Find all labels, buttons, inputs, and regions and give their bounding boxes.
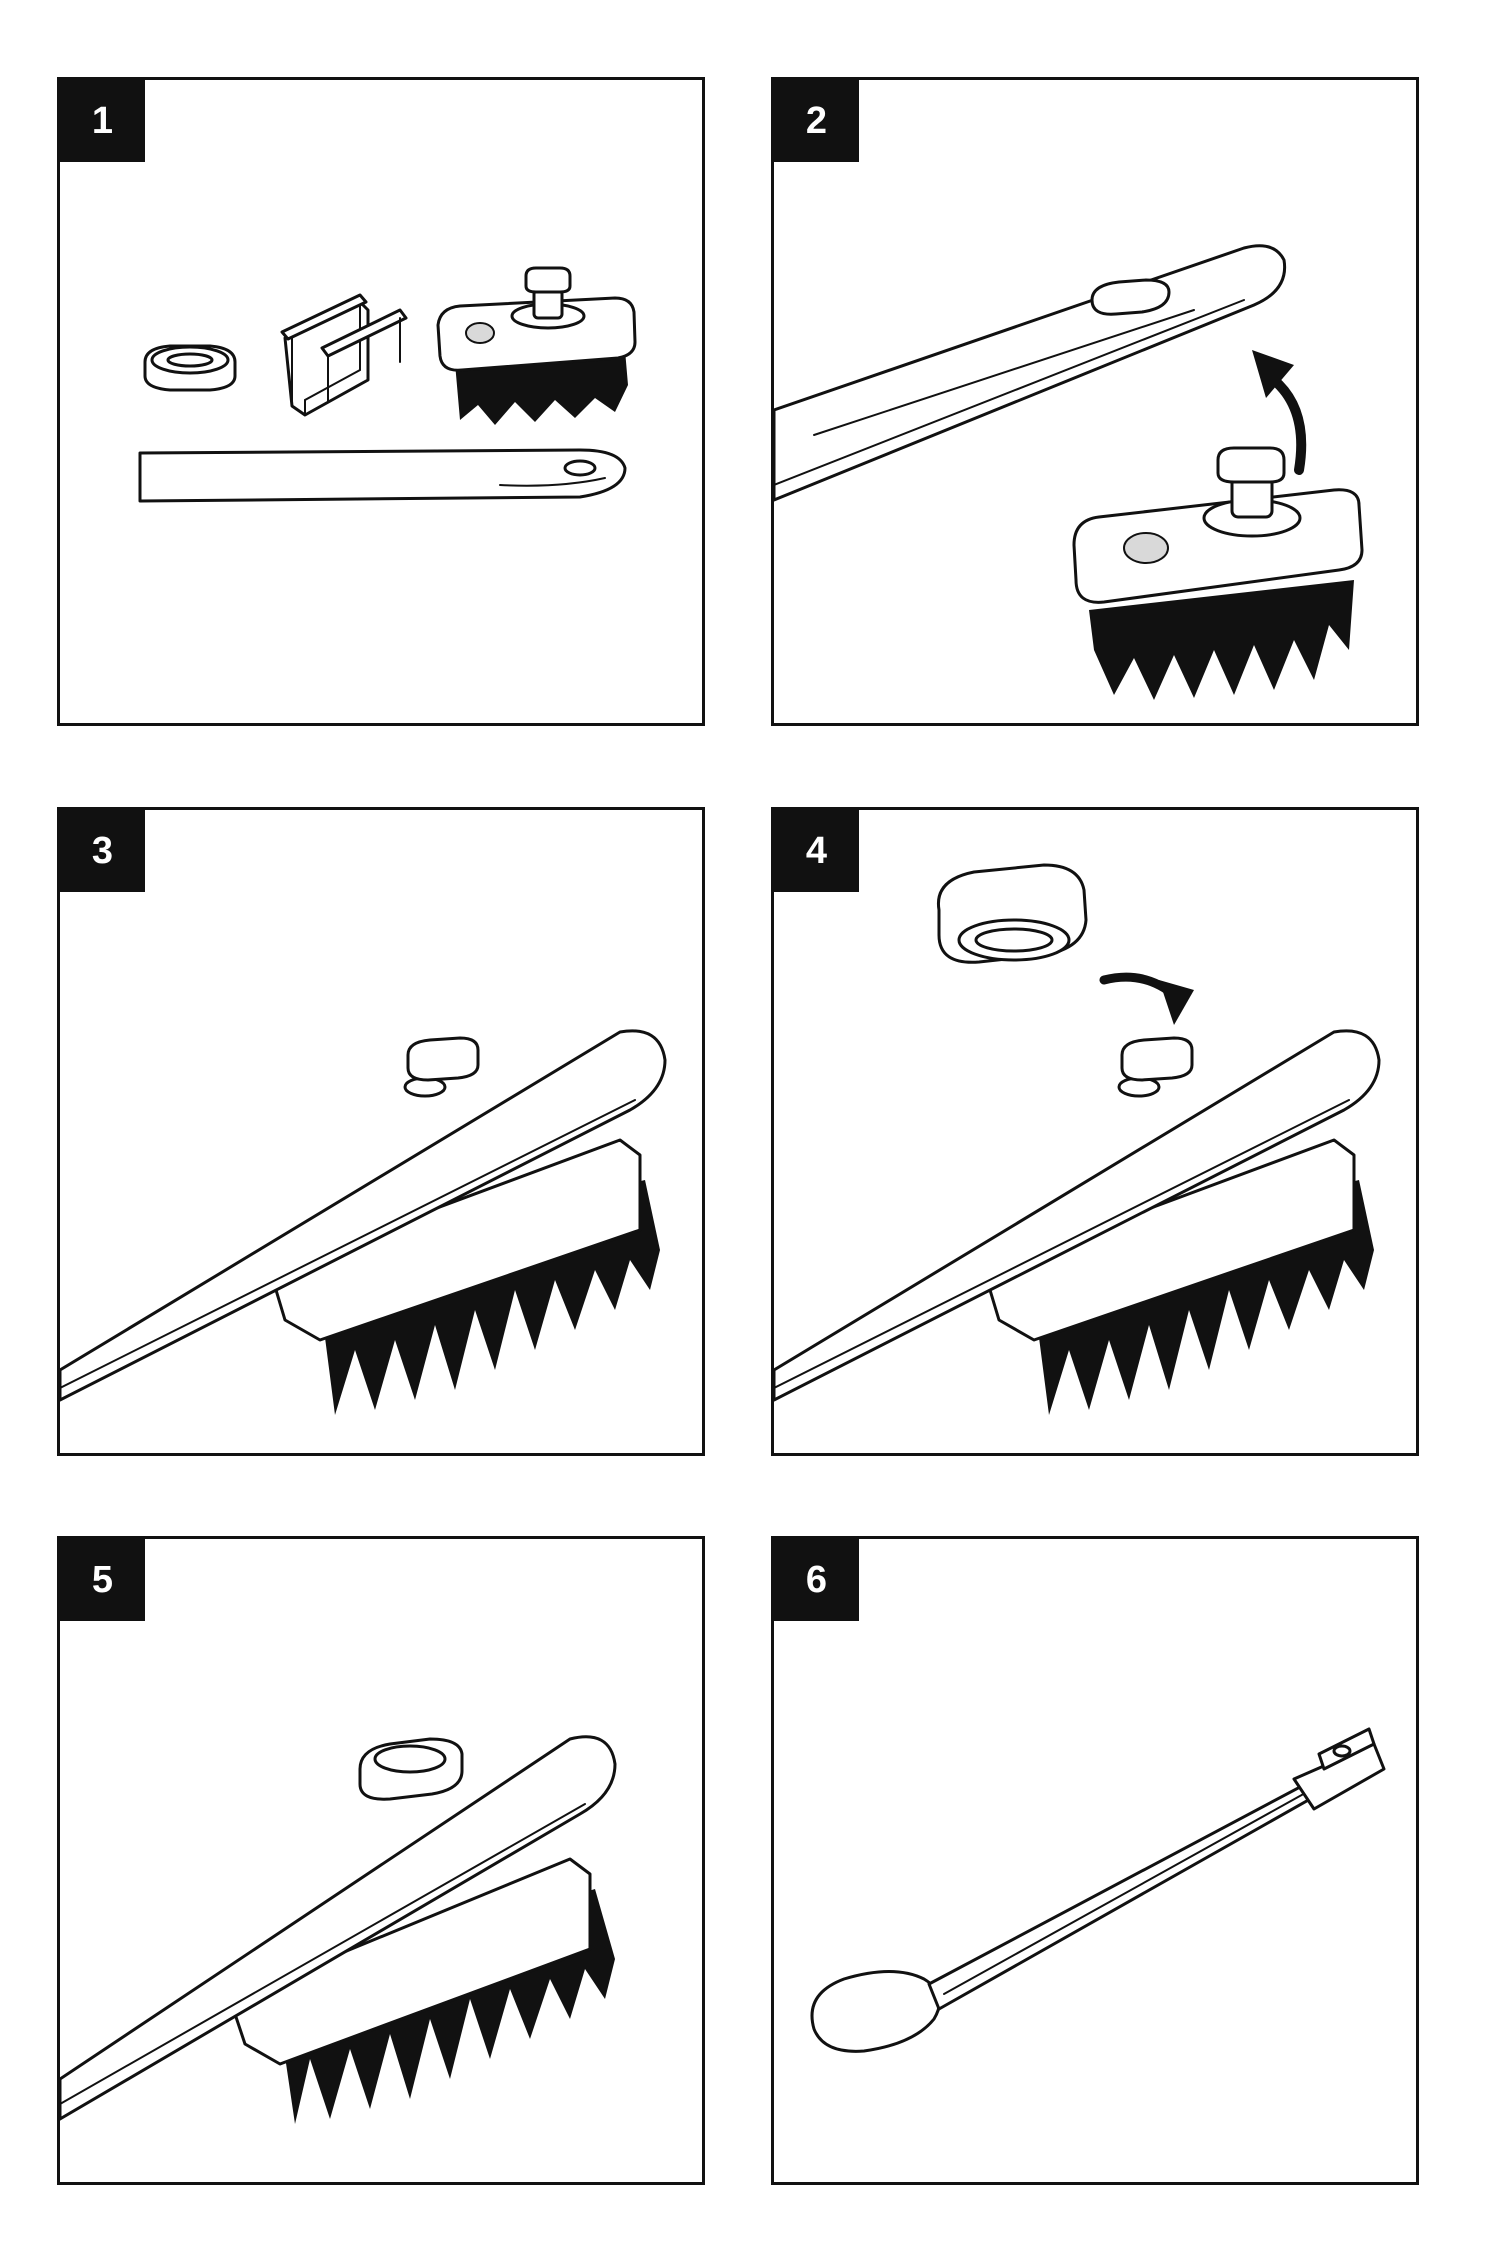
peg — [1117, 1036, 1194, 1098]
handle — [774, 1029, 1381, 1402]
insert-grommet-illustration — [774, 863, 1381, 1415]
step-4-panel: 4 — [771, 807, 1419, 1456]
handle — [60, 1735, 617, 2121]
parts-illustration — [138, 266, 637, 503]
spoon-end — [810, 1767, 1344, 2053]
clip-bracket-part — [280, 293, 408, 417]
head-attached-illustration — [60, 1029, 667, 1415]
step-number-badge: 3 — [60, 810, 145, 892]
brush-head-part — [436, 266, 637, 425]
grommet — [936, 863, 1088, 964]
curved-arrow-up-icon — [1252, 350, 1307, 475]
brush-head — [982, 1138, 1356, 1342]
brush-head — [228, 1857, 592, 2066]
peg — [403, 1036, 480, 1098]
step-number-badge: 5 — [60, 1539, 145, 1621]
finished-tool-illustration — [810, 1727, 1386, 2053]
brush-head — [268, 1138, 642, 1342]
step-number-badge: 1 — [60, 80, 145, 162]
step-number-badge: 4 — [774, 810, 859, 892]
brush-end — [1292, 1727, 1386, 1811]
handle — [60, 1029, 667, 1402]
curved-arrow-down-icon — [1099, 972, 1194, 1025]
step-3-panel: 3 — [57, 807, 705, 1456]
step-number-badge: 2 — [774, 80, 859, 162]
handle-part — [138, 448, 627, 503]
attach-head-illustration — [774, 244, 1364, 700]
grommet-locked-illustration — [60, 1735, 617, 2124]
step-6-panel: 6 — [771, 1536, 1419, 2185]
step-2-panel: 2 — [771, 77, 1419, 726]
grommet — [358, 1737, 464, 1801]
step-1-panel: 1 — [57, 77, 705, 726]
step-5-panel: 5 — [57, 1536, 705, 2185]
brush-head — [1072, 446, 1364, 700]
grommet-part — [143, 344, 237, 392]
handle — [774, 244, 1287, 502]
step-number-badge: 6 — [774, 1539, 859, 1621]
